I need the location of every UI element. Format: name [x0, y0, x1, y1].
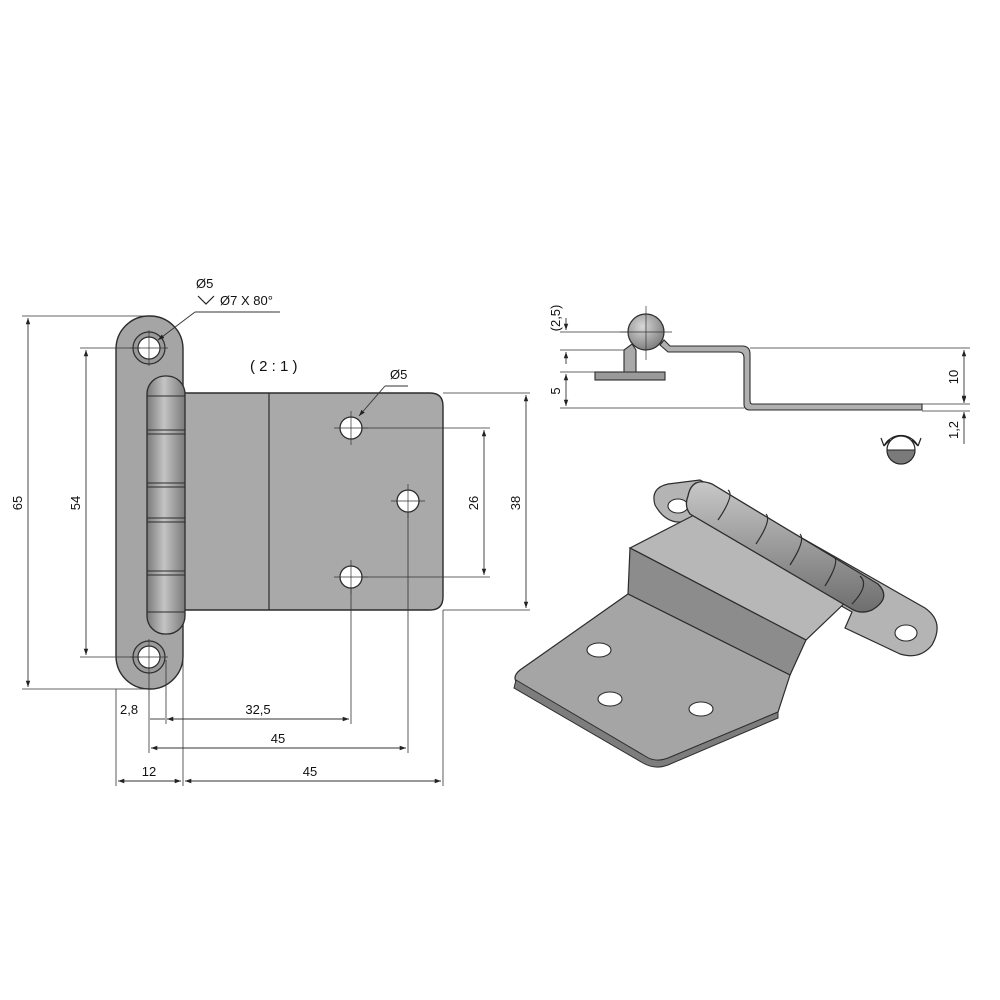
extension-lines: [22, 315, 530, 786]
leaf-plate: [179, 392, 444, 611]
dim-leaf-width: 45: [303, 764, 317, 779]
dim-leaf-hole-spacing: 26: [466, 496, 481, 510]
leaf-note-leader: [358, 385, 386, 417]
dim-pin-offset: (2,5): [548, 305, 563, 332]
hinge-knuckle: [146, 375, 186, 635]
rotation-direction-icon: [880, 434, 922, 465]
dim-flange-width: 12: [142, 764, 156, 779]
hole-diameter-note: Ø5: [196, 276, 213, 291]
dim-knuckle-offset: 2,8: [120, 702, 138, 717]
side-flange-plate: [594, 371, 666, 381]
dim-hole-spacing: 54: [68, 496, 83, 510]
iso-leaf-hole-2: [597, 691, 623, 707]
iso-leaf-hole-3: [688, 701, 714, 717]
iso-flange-hole-bottom: [894, 624, 918, 642]
side-view: (2,5) 5 10 1,2: [548, 305, 970, 465]
knuckle-joints: [147, 395, 185, 613]
iso-leaf-edge: [513, 679, 779, 768]
iso-knuckle: [685, 481, 885, 613]
isometric-view: [513, 479, 938, 768]
side-stem: [623, 343, 637, 373]
countersink-symbol-icon: [197, 295, 215, 305]
leaf-hole-note: Ø5: [390, 367, 407, 382]
dim-hole-x-1: 32,5: [245, 702, 270, 717]
countersink-note: Ø7 X 80°: [220, 293, 273, 308]
dim-material-thickness: 1,2: [946, 421, 961, 439]
iso-flange-hole-top: [667, 498, 689, 514]
dim-flange-thickness: 5: [548, 387, 563, 394]
dim-leaf-height: 38: [508, 496, 523, 510]
side-extension-lines: [560, 331, 970, 412]
front-view: Ø5 Ø7 X 80° ( 2 : 1 ) Ø5: [10, 276, 530, 786]
drawing-scale: ( 2 : 1 ): [250, 358, 298, 375]
dim-hole-x-2: 45: [271, 731, 285, 746]
iso-leaf-hole-1: [586, 642, 612, 658]
dim-overall-height: 65: [10, 496, 25, 510]
note-leader: [157, 311, 196, 341]
iso-knuckle-joints: [717, 489, 865, 605]
side-leaf-profile: [659, 339, 923, 411]
dim-offset-height: 10: [946, 370, 961, 384]
